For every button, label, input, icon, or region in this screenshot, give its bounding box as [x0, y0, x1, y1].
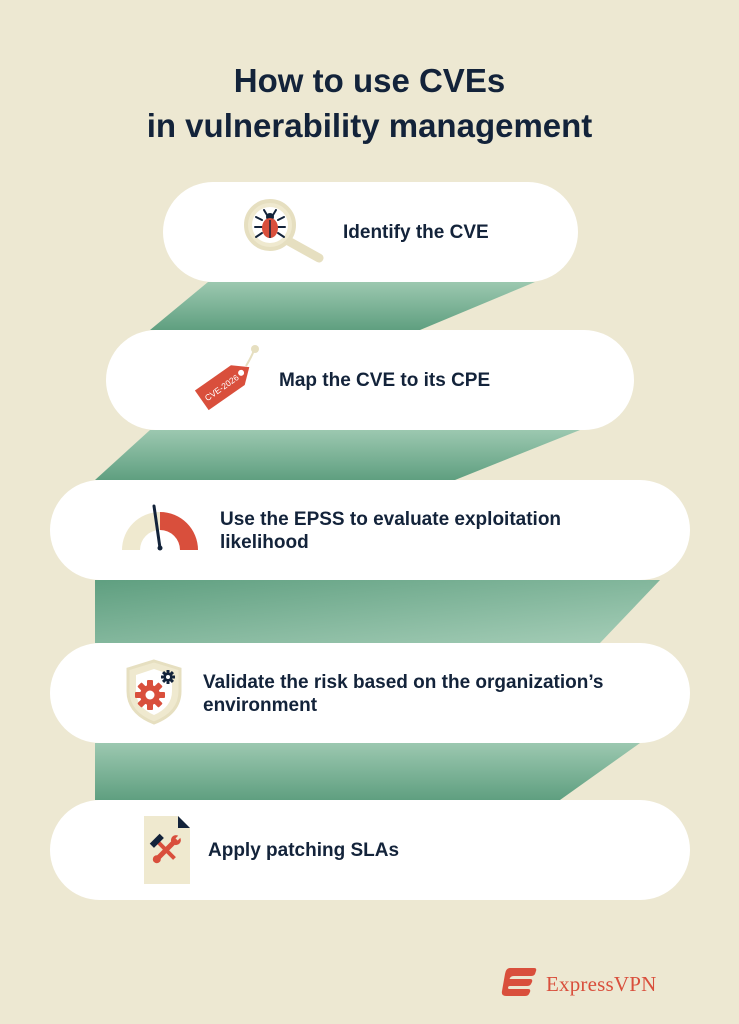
- step-label: Map the CVE to its CPE: [279, 370, 491, 391]
- magnifier-bug-icon: [243, 198, 325, 271]
- gauge-icon: [118, 500, 202, 559]
- step-label: Use the EPSS to evaluate exploitation li…: [220, 509, 562, 553]
- ribbon-4: [95, 743, 640, 800]
- tag-icon: CVE-2026: [188, 342, 268, 423]
- step-validate-risk: Validate the risk based on the organizat…: [50, 643, 690, 743]
- ribbon-2: [95, 430, 580, 480]
- shield-gear-icon: [122, 657, 186, 732]
- step-identify-cve: Identify the CVE: [163, 182, 578, 282]
- title-line-1: How to use CVEs: [233, 62, 506, 99]
- step-label: Validate the risk based on the organizat…: [203, 672, 604, 716]
- expressvpn-logo-icon: [500, 966, 538, 1003]
- brand-name: ExpressVPN: [546, 971, 657, 996]
- ribbon-3: [95, 580, 660, 643]
- step-epss: Use the EPSS to evaluate exploitation li…: [50, 480, 690, 580]
- step-label: Apply patching SLAs: [208, 840, 400, 861]
- step-patching-slas: Apply patching SLAs: [50, 800, 690, 900]
- ribbon-1: [150, 282, 535, 330]
- title-line-2: in vulnerability management: [146, 107, 593, 144]
- step-label: Identify the CVE: [343, 222, 489, 243]
- brand: ExpressVPN: [500, 966, 657, 1002]
- page-title: How to use CVEs in vulnerability managem…: [0, 58, 739, 148]
- step-map-cve-cpe: CVE-2026 Map the CVE to its CPE: [106, 330, 634, 430]
- document-tools-icon: [142, 814, 192, 891]
